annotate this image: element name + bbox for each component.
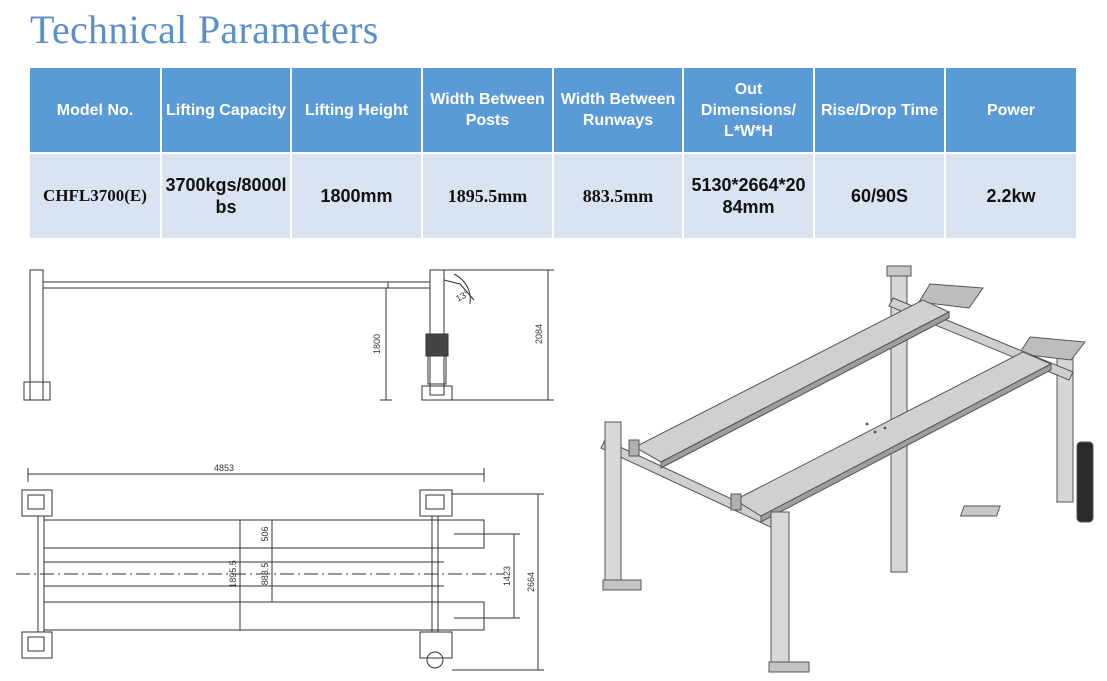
four-post-lift-illustration — [600, 265, 1094, 673]
dim-between: 883.5 — [260, 563, 270, 586]
cell-rise-drop-time: 60/90S — [814, 152, 946, 238]
header-rise-drop-time: Rise/Drop Time — [814, 68, 946, 153]
cell-width-between-posts: 1895.5mm — [422, 152, 554, 238]
header-model-no: Model No. — [30, 68, 162, 153]
header-width-between-posts: Width Between Posts — [422, 68, 554, 153]
top-view-drawing: 4853 506 1895.5 883.5 1423 2664 — [16, 463, 544, 671]
technical-parameters-table: Model No. Lifting Capacity Lifting Heigh… — [30, 68, 1076, 238]
dim-length: 4853 — [214, 463, 234, 473]
cell-power: 2.2kw — [945, 152, 1076, 238]
table-row: CHFL3700(E) 3700kgs/8000lbs 1800mm 1895.… — [30, 152, 1076, 238]
dim-lift-height: 1800 — [372, 334, 382, 354]
dim-posts: 1895.5 — [228, 560, 238, 588]
table-header-row: Model No. Lifting Capacity Lifting Heigh… — [30, 68, 1076, 153]
page-title: Technical Parameters — [30, 7, 379, 52]
cell-out-dimensions: 5130*2664*2084mm — [683, 152, 815, 238]
cell-model-no: CHFL3700(E) — [30, 152, 162, 238]
header-power: Power — [945, 68, 1076, 153]
cell-lifting-capacity: 3700kgs/8000lbs — [161, 152, 292, 238]
header-lifting-height: Lifting Height — [291, 68, 423, 153]
cell-width-between-runways: 883.5mm — [553, 152, 684, 238]
dim-runway: 506 — [260, 526, 270, 541]
header-width-between-runways: Width Between Runways — [553, 68, 684, 153]
cell-lifting-height: 1800mm — [291, 152, 423, 238]
dim-total-height: 2084 — [534, 324, 544, 344]
dim-inner: 1423 — [502, 566, 512, 586]
header-lifting-capacity: Lifting Capacity — [161, 68, 292, 153]
side-view-drawing: 1800 2084 13° — [23, 269, 554, 401]
header-out-dimensions: Out Dimensions/ L*W*H — [683, 68, 815, 153]
dim-outer: 2664 — [526, 572, 536, 592]
